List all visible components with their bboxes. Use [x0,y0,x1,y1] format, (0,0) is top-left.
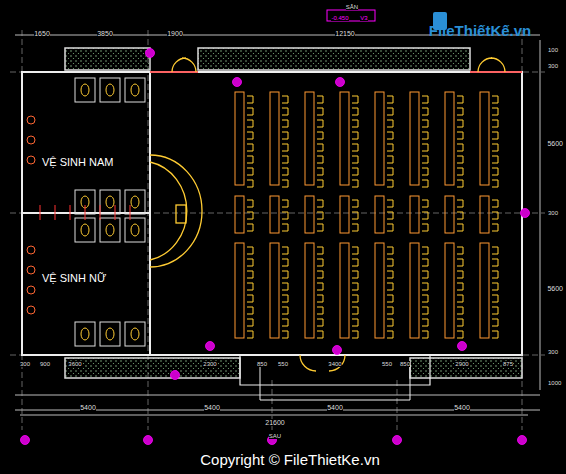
dimension: -0.450 [331,15,348,21]
dimension: 2300 [203,361,216,367]
dimension: 300 [548,63,558,69]
room-label: VỆ SINH NỮ [42,272,106,284]
dimension: 5400 [454,404,470,411]
room-name: VỆ SINH NỮ [42,272,106,284]
dimension: 850 [400,361,410,367]
dimension: 1900 [167,30,183,37]
dimension: 300 [548,210,558,216]
watermark: FileThiếtKế.vn [429,22,532,39]
dimension: 12150 [335,30,354,37]
dimension: 300 [20,361,30,367]
dimension: 550 [382,361,392,367]
dimension: SAU [269,433,281,439]
room-name: VỆ SINH NAM [42,156,114,168]
dimension: 1000 [548,380,561,386]
dimension: 3400 [328,361,341,367]
dimension: SÂN [346,4,358,10]
dimension: 5400 [204,404,220,411]
dimension: 875 [503,361,513,367]
dimension: 21600 [265,419,284,426]
dimension: 900 [40,361,50,367]
dimension: 3600 [68,361,81,367]
dimension: 5400 [80,404,96,411]
dimension: 5600 [547,285,563,292]
dimension: 300 [548,349,558,355]
dimension: 850 [257,361,267,367]
watermark: Copyright © FileThietKe.vn [200,451,379,468]
dimension: 5400 [327,404,343,411]
dimension: 100 [548,47,558,53]
dimension: 550 [278,361,288,367]
dimension: 1650 [34,30,50,37]
room-label: VỆ SINH NAM [42,156,114,168]
dimension: 5600 [547,140,563,147]
dimension: 2900 [455,361,468,367]
dimension: V3 [360,15,367,21]
dimension: 3850 [97,30,113,37]
